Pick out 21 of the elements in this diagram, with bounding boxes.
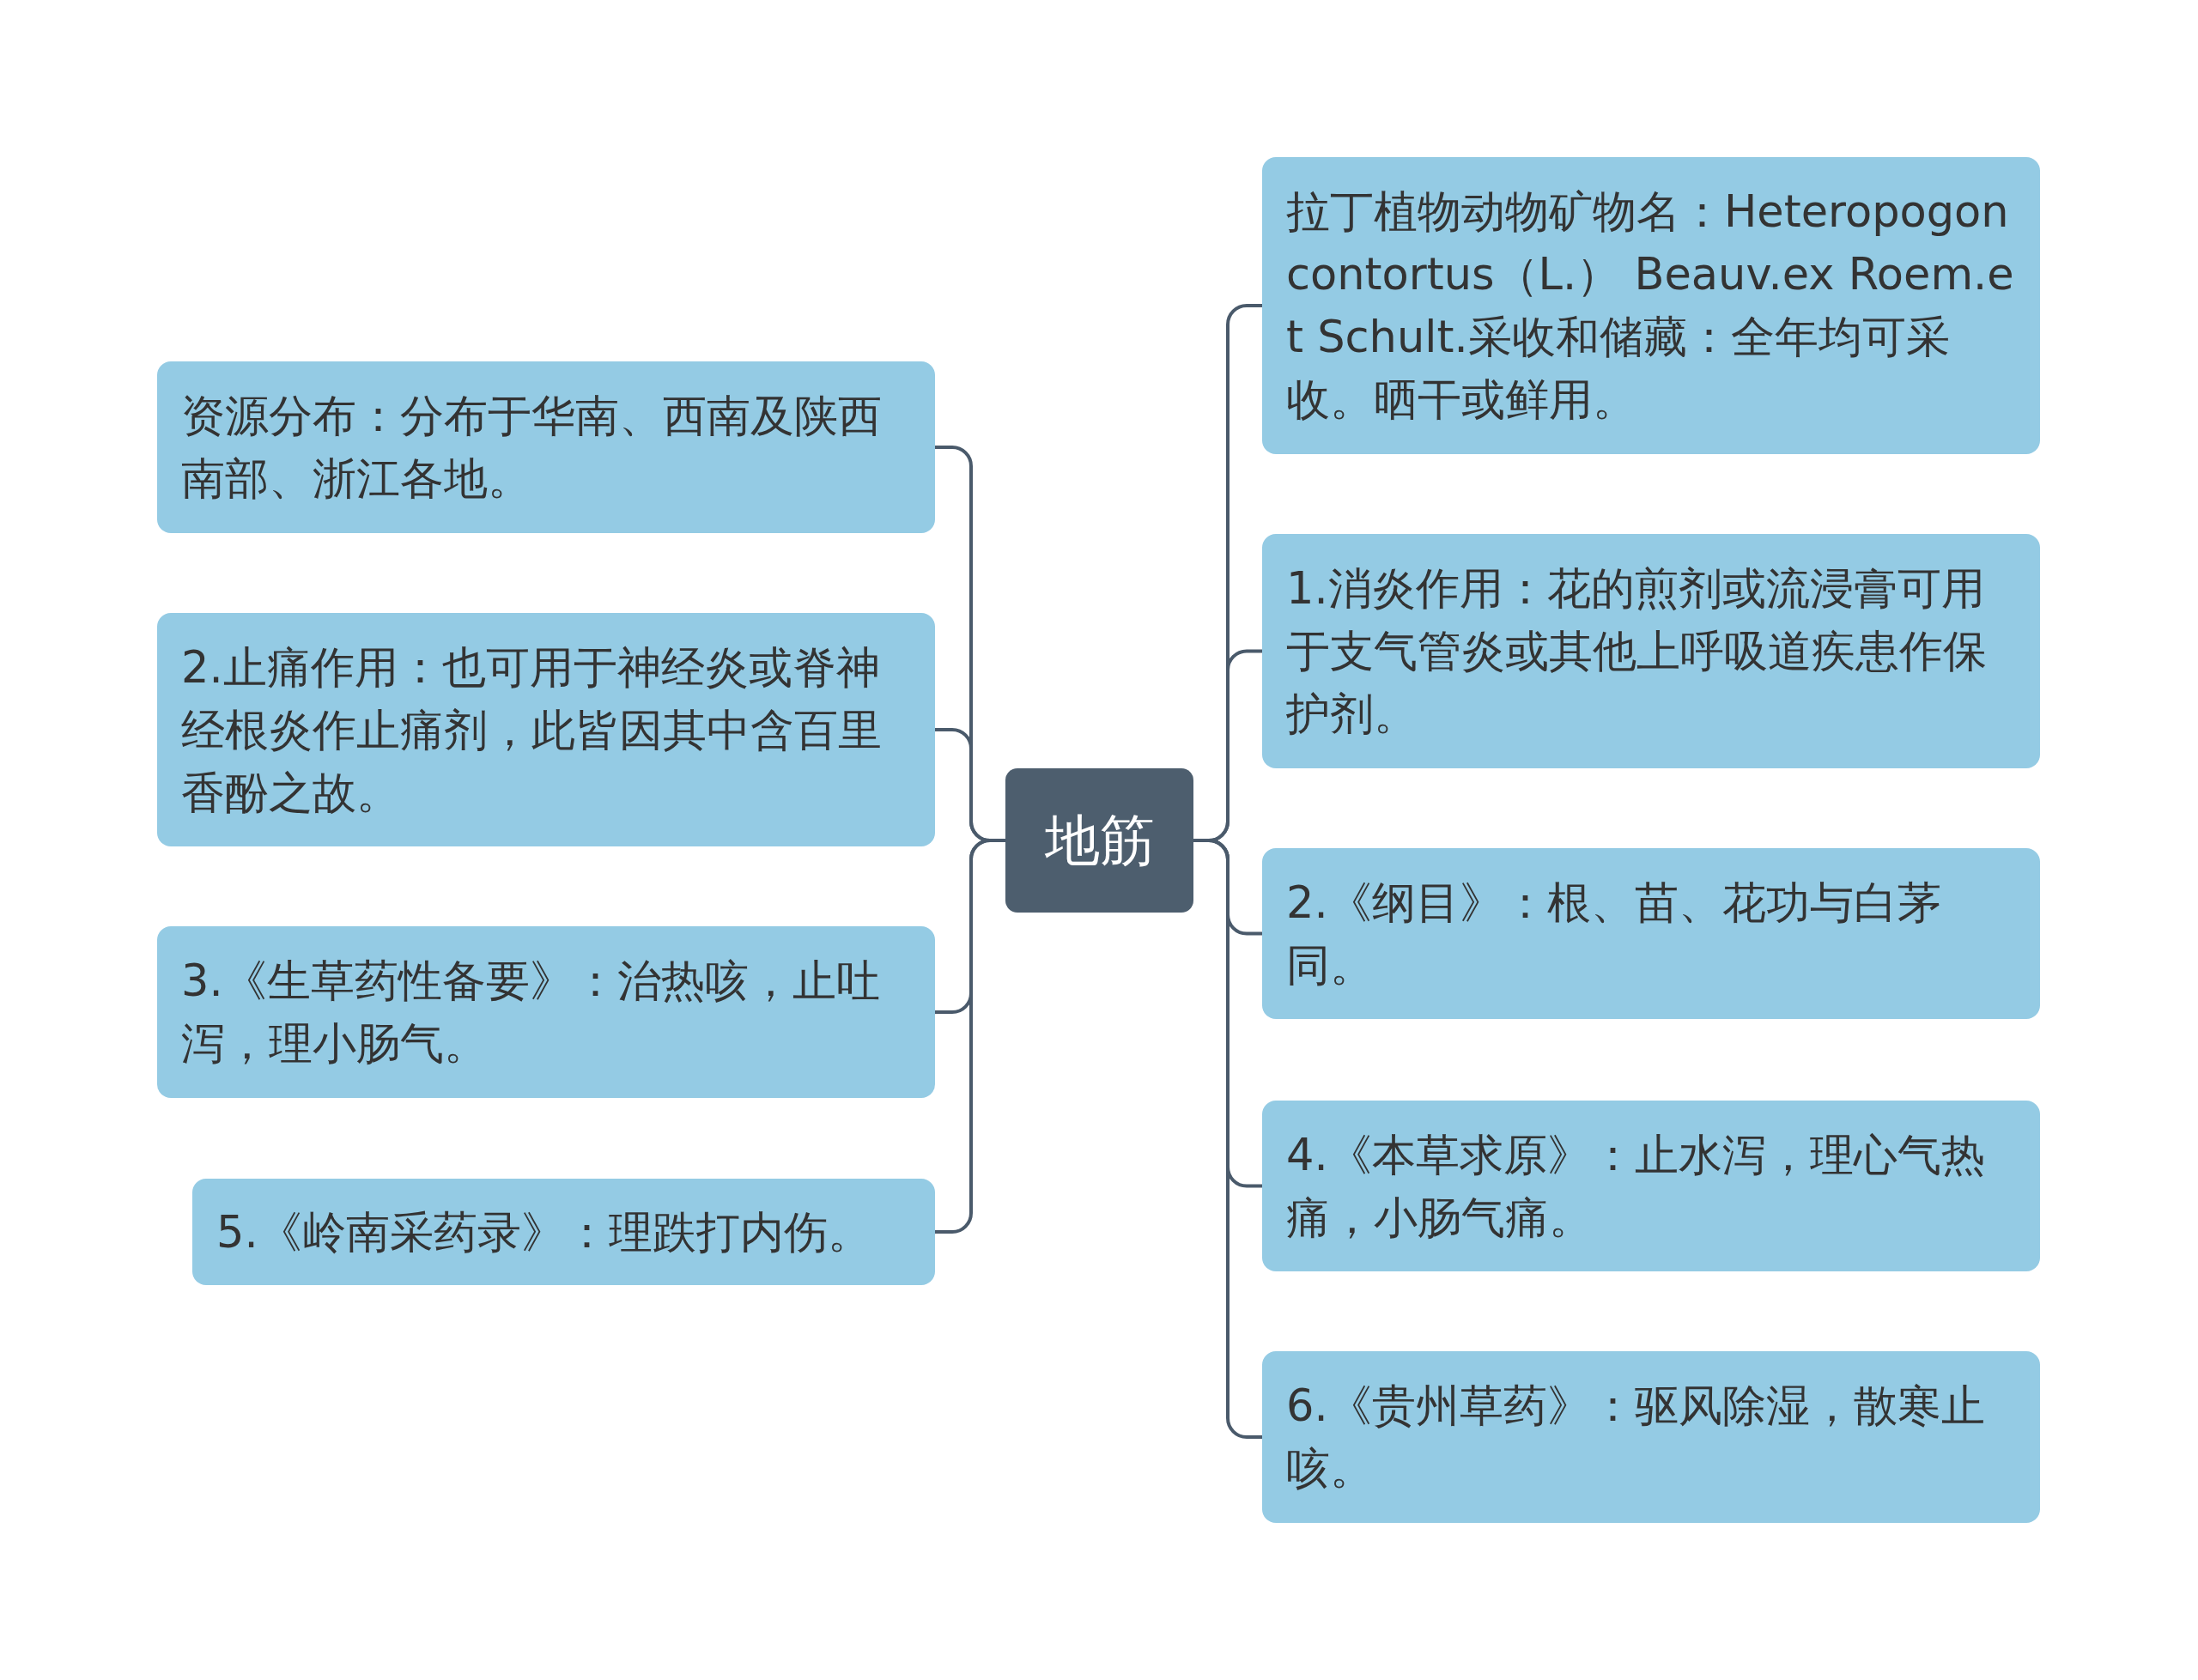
- topic-text: 资源分布：分布于华南、西南及陕西南部、浙江各地。: [181, 390, 883, 506]
- topic-box: [157, 926, 935, 1098]
- connector-line: [935, 839, 1005, 1234]
- topic-box: [1262, 534, 2040, 768]
- topic-box: [157, 361, 935, 533]
- central-topic: [1005, 768, 1193, 913]
- topic-text: 1.消炎作用：花的煎剂或流浸膏可用于支气管炎或其他上呼吸道疾患作保护剂。: [1286, 562, 1988, 741]
- topic-text: 拉丁植物动物矿物名：Heteropogon contortus（L.） Beauv.ex Roem.et Schult.采收和储藏：全年均可采收。晒干或鲜用。: [1286, 185, 2015, 427]
- topic-box: [1262, 157, 2040, 454]
- topic-text: 2.《纲目》：根、苗、花功与白茅同。: [1286, 876, 1942, 992]
- topic-box: [1262, 1351, 2040, 1523]
- topic-text: 4.《本草求原》：止水泻，理心气热痛，小肠气痛。: [1286, 1128, 1986, 1245]
- topic-text: 3.《生草药性备要》：治热咳，止吐泻，理小肠气。: [181, 955, 881, 1070]
- topic-text: 2.止痛作用：也可用于神经炎或脊神经根炎作止痛剂，此皆因其中含百里香酚之故。: [181, 640, 883, 820]
- topic-title: 地筋: [1044, 809, 1155, 872]
- topic-box: [157, 613, 935, 846]
- topic-box: [1262, 848, 2040, 1019]
- topic-text: 5.《岭南采药录》：理跌打内伤。: [216, 1205, 871, 1259]
- topic-text: 6.《贵州草药》：驱风除湿，散寒止咳。: [1286, 1380, 1986, 1495]
- topic-box: [192, 1179, 935, 1285]
- topic-box: [1262, 1101, 2040, 1271]
